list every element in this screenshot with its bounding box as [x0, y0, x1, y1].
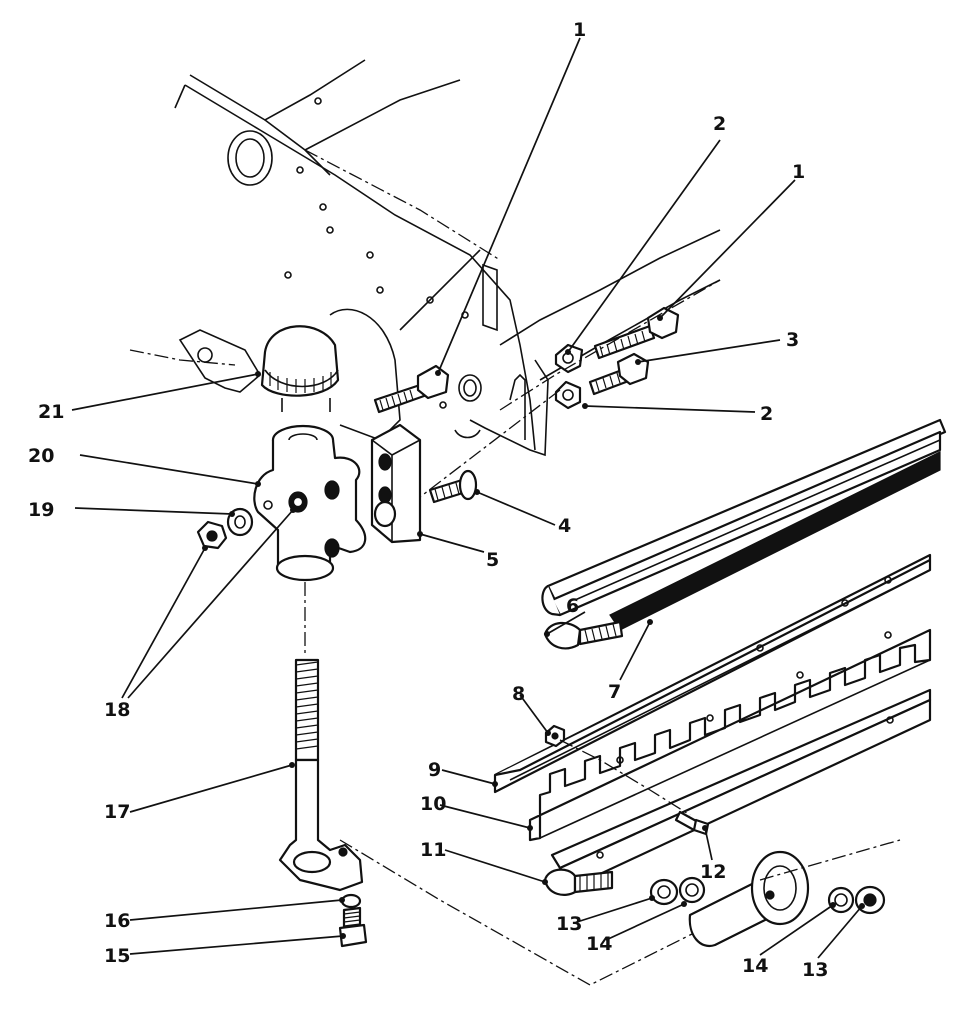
carriage-bolt-11	[543, 868, 614, 896]
callout-13-right: 13	[802, 959, 828, 981]
callout-1-top: 1	[573, 19, 586, 41]
hex-bolt-1-right	[593, 306, 680, 360]
pivot-bracket-20	[253, 424, 367, 582]
callout-14-left: 14	[586, 933, 612, 955]
callout-21: 21	[38, 401, 64, 423]
callout-9: 9	[428, 759, 441, 781]
washer-14-left	[678, 876, 706, 904]
callout-5: 5	[486, 549, 499, 571]
dust-cap-21	[260, 325, 340, 412]
comb-strip-10	[528, 628, 932, 842]
washer-2-bottom	[554, 380, 582, 410]
adjusting-rod-17	[278, 582, 364, 892]
screw-3	[588, 352, 650, 396]
callout-17: 17	[104, 801, 130, 823]
callout-20: 20	[28, 445, 54, 467]
callout-2-top: 2	[713, 113, 726, 135]
callout-18: 18	[104, 699, 130, 721]
callout-1-right: 1	[792, 161, 805, 183]
spacer-block-5	[370, 423, 422, 544]
leader-lines	[71, 37, 865, 959]
callout-10: 10	[420, 793, 446, 815]
bolt-6	[543, 620, 624, 650]
callout-12: 12	[700, 861, 726, 883]
hex-nut-8	[544, 724, 566, 748]
callout-19: 19	[28, 499, 54, 521]
hex-nut-18	[196, 520, 228, 550]
frame-side-plate	[129, 59, 721, 457]
callout-11: 11	[420, 839, 446, 861]
callout-7: 7	[608, 681, 621, 703]
washer-2-top	[554, 343, 584, 374]
roller-tube	[688, 839, 901, 948]
callout-14-right: 14	[742, 955, 768, 977]
callout-13-left: 13	[556, 913, 582, 935]
callout-15: 15	[104, 945, 130, 967]
nut-13-left	[649, 878, 679, 906]
callout-6: 6	[566, 595, 579, 617]
callout-4: 4	[558, 515, 571, 537]
washer-14-right	[827, 886, 855, 914]
callout-3: 3	[786, 329, 799, 351]
callout-16: 16	[104, 910, 130, 932]
callout-2-lower: 2	[760, 403, 773, 425]
callout-8: 8	[512, 683, 525, 705]
callout-labels: 1 2 1 3 2 21 20 19 4 5 6 7 18 8 9 10 17 …	[28, 19, 828, 981]
carriage-bolt-4	[428, 469, 478, 504]
hex-bolt-15	[338, 906, 368, 948]
brush-strip-7	[541, 418, 947, 631]
